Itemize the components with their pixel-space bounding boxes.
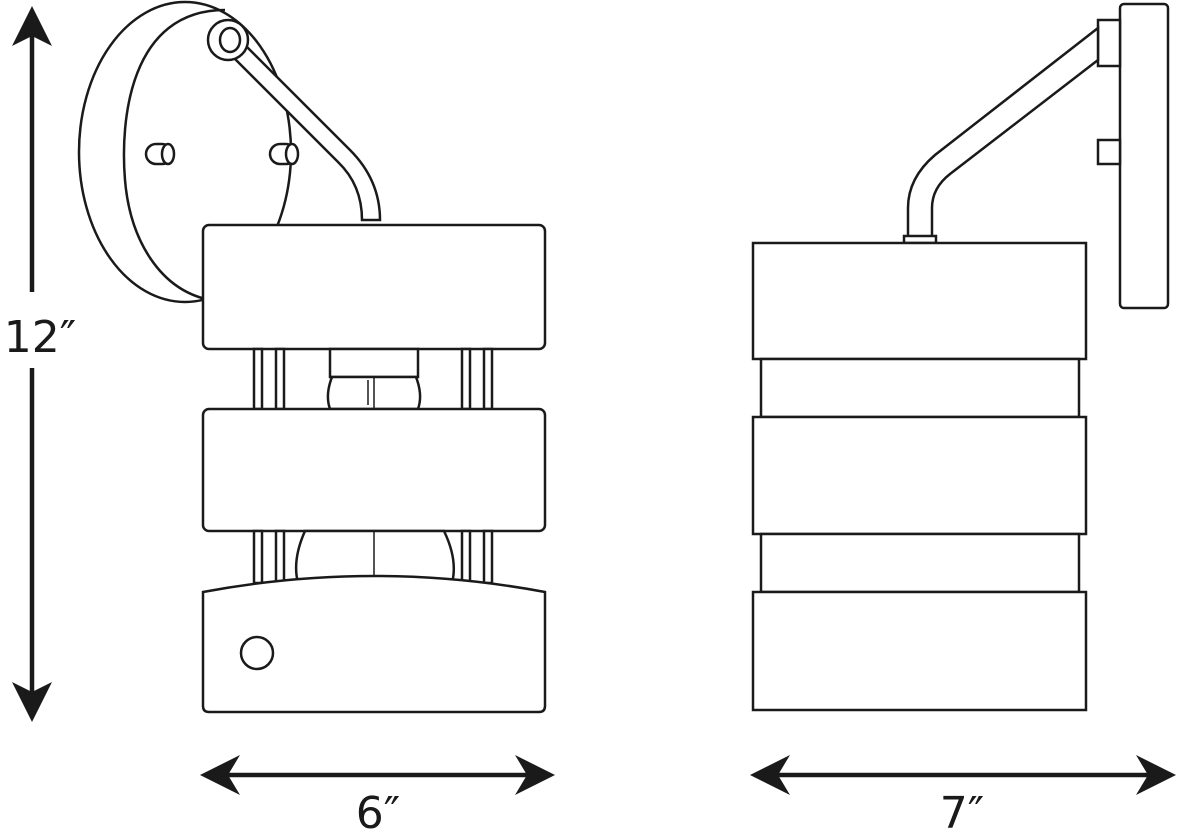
support-arm (206, 18, 382, 222)
front-view (77, 0, 547, 714)
down-arrow-icon (12, 682, 52, 722)
front-width-dimension (200, 755, 555, 795)
front-width-label: 6″ (356, 788, 400, 835)
up-arrow-icon (12, 6, 52, 46)
bottom-shade-band (201, 574, 547, 714)
upper-lens-gap (759, 357, 1081, 419)
side-width-dimension (750, 755, 1176, 795)
mounting-screw (144, 142, 176, 166)
left-arrow-icon (750, 755, 790, 795)
mounting-screw (268, 142, 300, 166)
middle-shade-band (751, 415, 1088, 536)
middle-shade-band (201, 407, 547, 533)
side-width-label: 7″ (940, 788, 984, 835)
top-shade-band (751, 241, 1088, 361)
lower-lens-gap (759, 532, 1081, 594)
height-label: 12″ (4, 312, 76, 363)
support-arm (906, 25, 1100, 244)
mounting-screw (1096, 138, 1122, 166)
height-dimension (12, 6, 52, 722)
side-view (751, 2, 1170, 712)
right-arrow-icon (1136, 755, 1176, 795)
bottom-shade-band (751, 590, 1088, 712)
right-arrow-icon (515, 755, 555, 795)
wall-plate (1118, 2, 1170, 310)
lamp-socket (326, 347, 422, 411)
left-arrow-icon (200, 755, 240, 795)
wall-plate-boss (1096, 18, 1122, 68)
photocell-sensor-icon (239, 635, 275, 671)
top-shade-band (201, 223, 547, 351)
